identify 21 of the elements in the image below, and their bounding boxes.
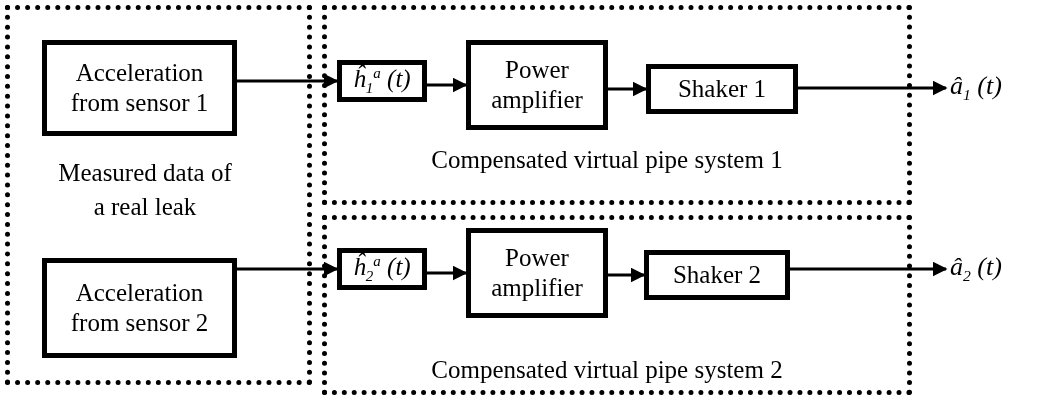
arrow — [237, 73, 339, 89]
process-box: ĥ$_{1}$$^{a}$ (t) — [337, 60, 427, 102]
process-box: Shaker 1 — [646, 64, 798, 114]
dotted-group-frame — [5, 5, 312, 385]
process-box: Power amplifier — [466, 228, 608, 318]
process-box: Acceleration from sensor 2 — [42, 258, 237, 358]
arrow — [427, 265, 468, 281]
arrow — [790, 261, 948, 277]
arrow — [427, 77, 468, 93]
dotted-group-frame — [322, 5, 912, 205]
output-signal-label: â$_{1}$ (t) — [950, 68, 1045, 108]
process-box: Power amplifier — [466, 40, 608, 130]
process-box: ĥ$_{2}$$^{a}$ (t) — [337, 248, 427, 290]
arrow — [798, 80, 948, 96]
arrow — [608, 81, 648, 97]
arrow — [608, 267, 646, 283]
dotted-group-frame — [322, 215, 912, 395]
output-signal-label: â$_{2}$ (t) — [950, 249, 1045, 289]
process-box: Shaker 2 — [644, 250, 790, 300]
arrow — [237, 261, 339, 277]
process-box: Acceleration from sensor 1 — [42, 40, 237, 136]
